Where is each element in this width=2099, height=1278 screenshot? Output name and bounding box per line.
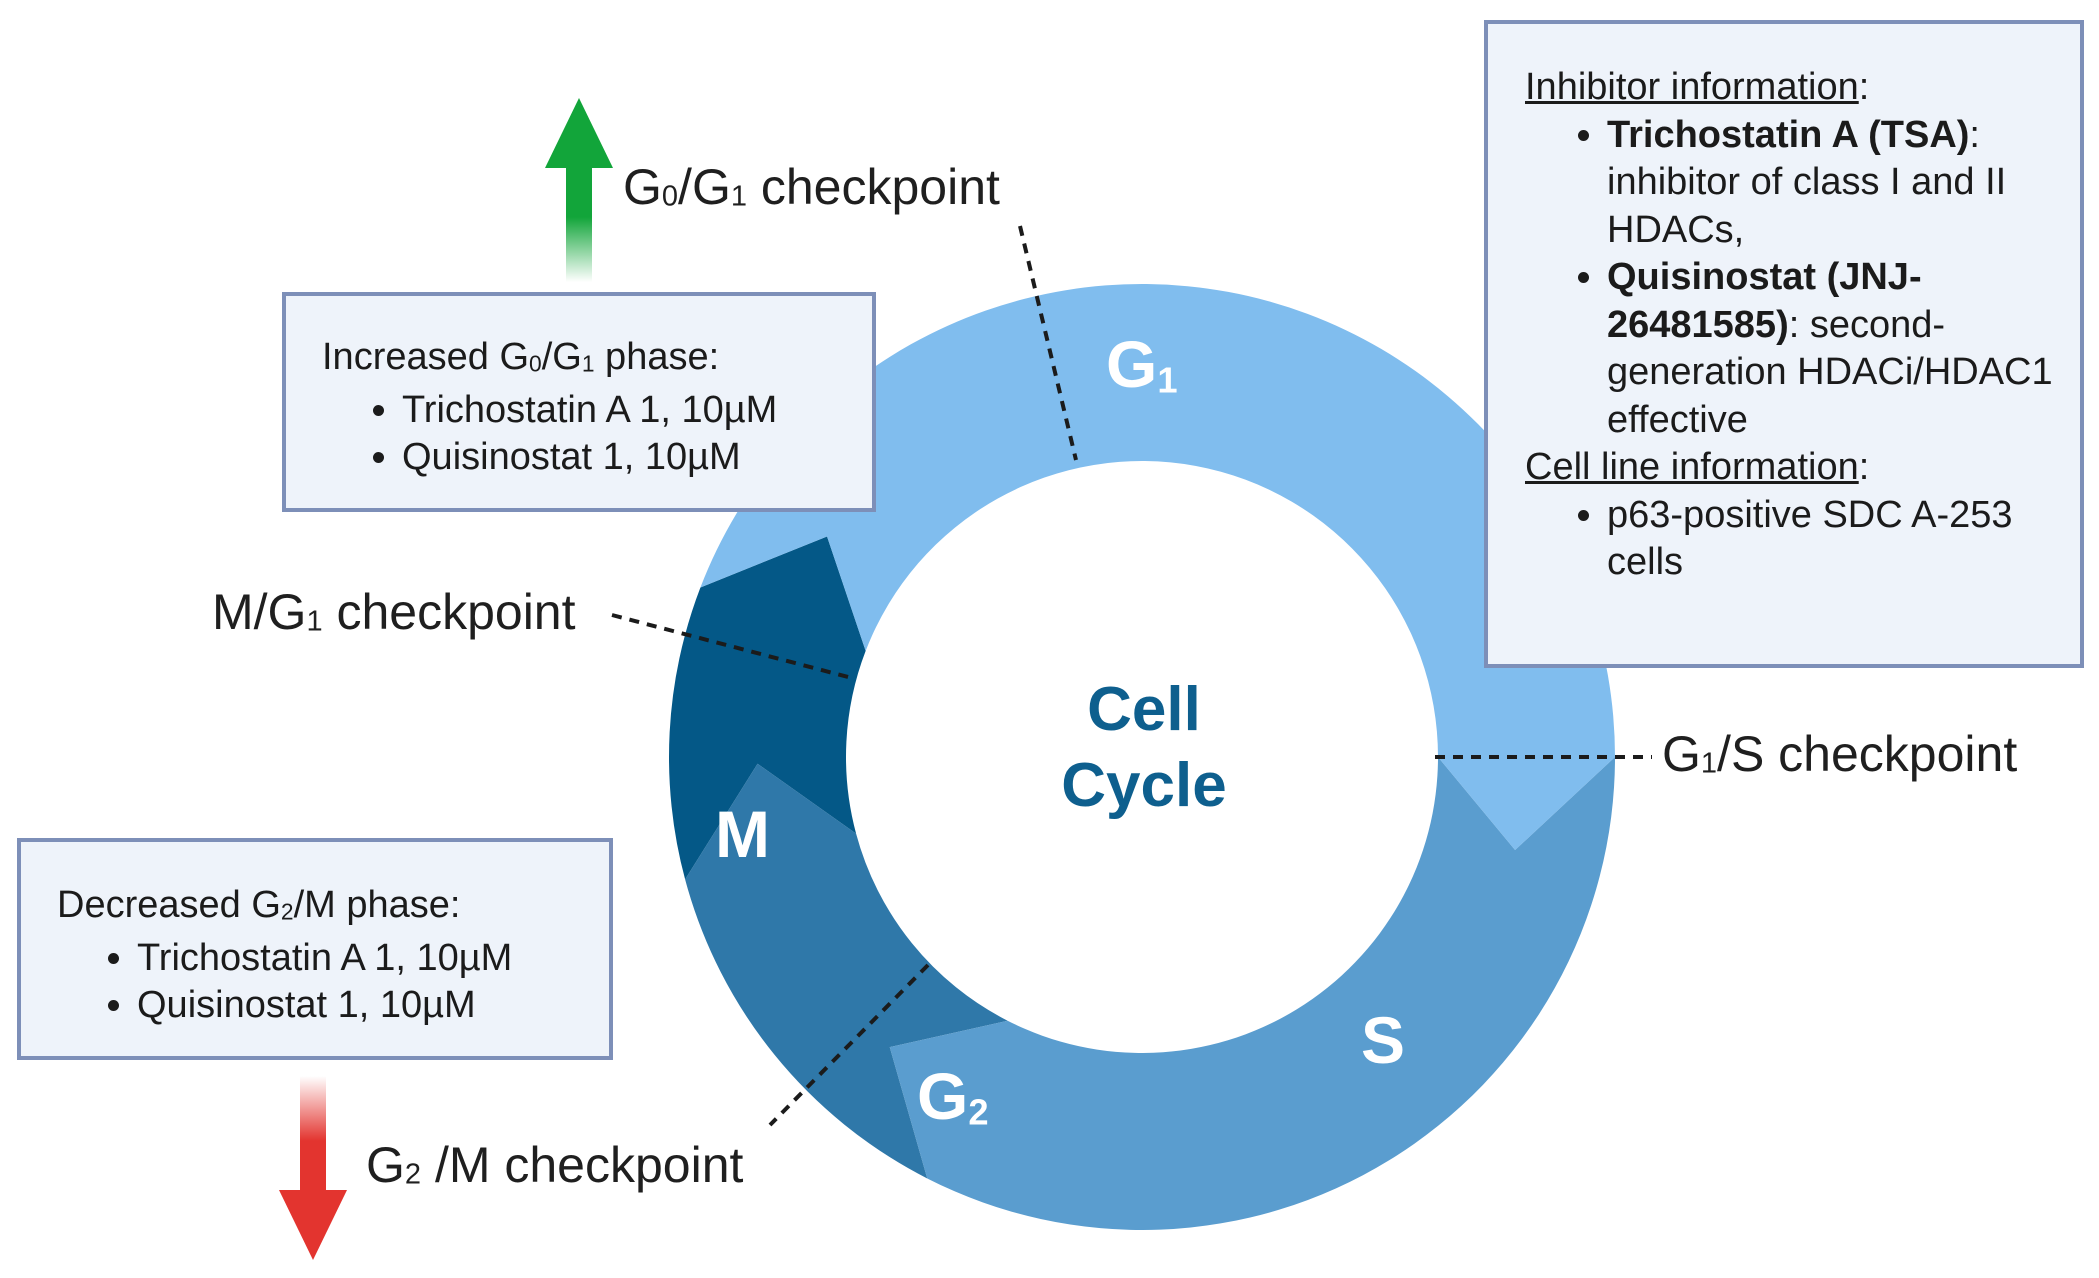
checkpoint-lines (611, 225, 1652, 1127)
cell-cycle-ring (669, 284, 1615, 1230)
list-item: Quisinostat (JNJ-26481585): second-gener… (1607, 254, 2056, 444)
center-title-line2: Cycle (1061, 751, 1227, 820)
center-title: Cell Cycle (1044, 672, 1244, 824)
list-item: Trichostatin A (TSA): inhibitor of class… (1607, 112, 2056, 255)
up-arrow-icon (545, 98, 613, 282)
g2m-checkpoint-label: G2 /M checkpoint (366, 1137, 744, 1193)
decreased-box-list: Trichostatin A 1, 10µM Quisinostat 1, 10… (57, 935, 609, 1029)
g0g1-checkpoint-line (1018, 225, 1078, 461)
g1-phase-label: G1 (1106, 327, 1178, 401)
list-item: p63-positive SDC A-253 cells (1607, 492, 2056, 587)
center-title-line1: Cell (1087, 675, 1201, 744)
inhibitor-info-box: Inhibitor information: Trichostatin A (T… (1484, 20, 2084, 668)
list-item: Trichostatin A 1, 10µM (402, 387, 872, 434)
cellline-heading: Cell line information: (1525, 446, 1870, 488)
mg1-checkpoint-line (611, 613, 853, 680)
g2m-checkpoint-line (768, 963, 930, 1127)
decreased-box-title: Decreased G2/M phase: (57, 884, 461, 926)
mg1-checkpoint-label: M/G1 checkpoint (212, 584, 576, 640)
list-item: Quisinostat 1, 10µM (137, 982, 609, 1029)
g1s-checkpoint-label: G1/S checkpoint (1662, 726, 2018, 782)
list-item: Trichostatin A 1, 10µM (137, 935, 609, 982)
g2-segment (685, 763, 1008, 1179)
s-segment (889, 757, 1615, 1230)
increased-box-list: Trichostatin A 1, 10µM Quisinostat 1, 10… (322, 387, 872, 481)
g1-segment (700, 284, 1615, 851)
down-arrow-icon (279, 1076, 347, 1260)
s-phase-label: S (1361, 1003, 1406, 1077)
inhibitor-heading: Inhibitor information: (1525, 66, 1870, 108)
m-phase-label: M (715, 797, 770, 871)
g2-phase-label: G2 (917, 1059, 989, 1133)
g0g1-checkpoint-label: G0/G1 checkpoint (623, 159, 1000, 215)
list-item: Quisinostat 1, 10µM (402, 434, 872, 481)
cellline-list: p63-positive SDC A-253 cells (1525, 492, 2080, 587)
m-segment (669, 536, 866, 880)
increased-g0g1-box: Increased G0/G1 phase: Trichostatin A 1,… (282, 292, 876, 512)
increased-box-title: Increased G0/G1 phase: (322, 336, 720, 378)
decreased-g2m-box: Decreased G2/M phase: Trichostatin A 1, … (17, 838, 613, 1060)
inhibitor-list: Trichostatin A (TSA): inhibitor of class… (1525, 112, 2080, 445)
